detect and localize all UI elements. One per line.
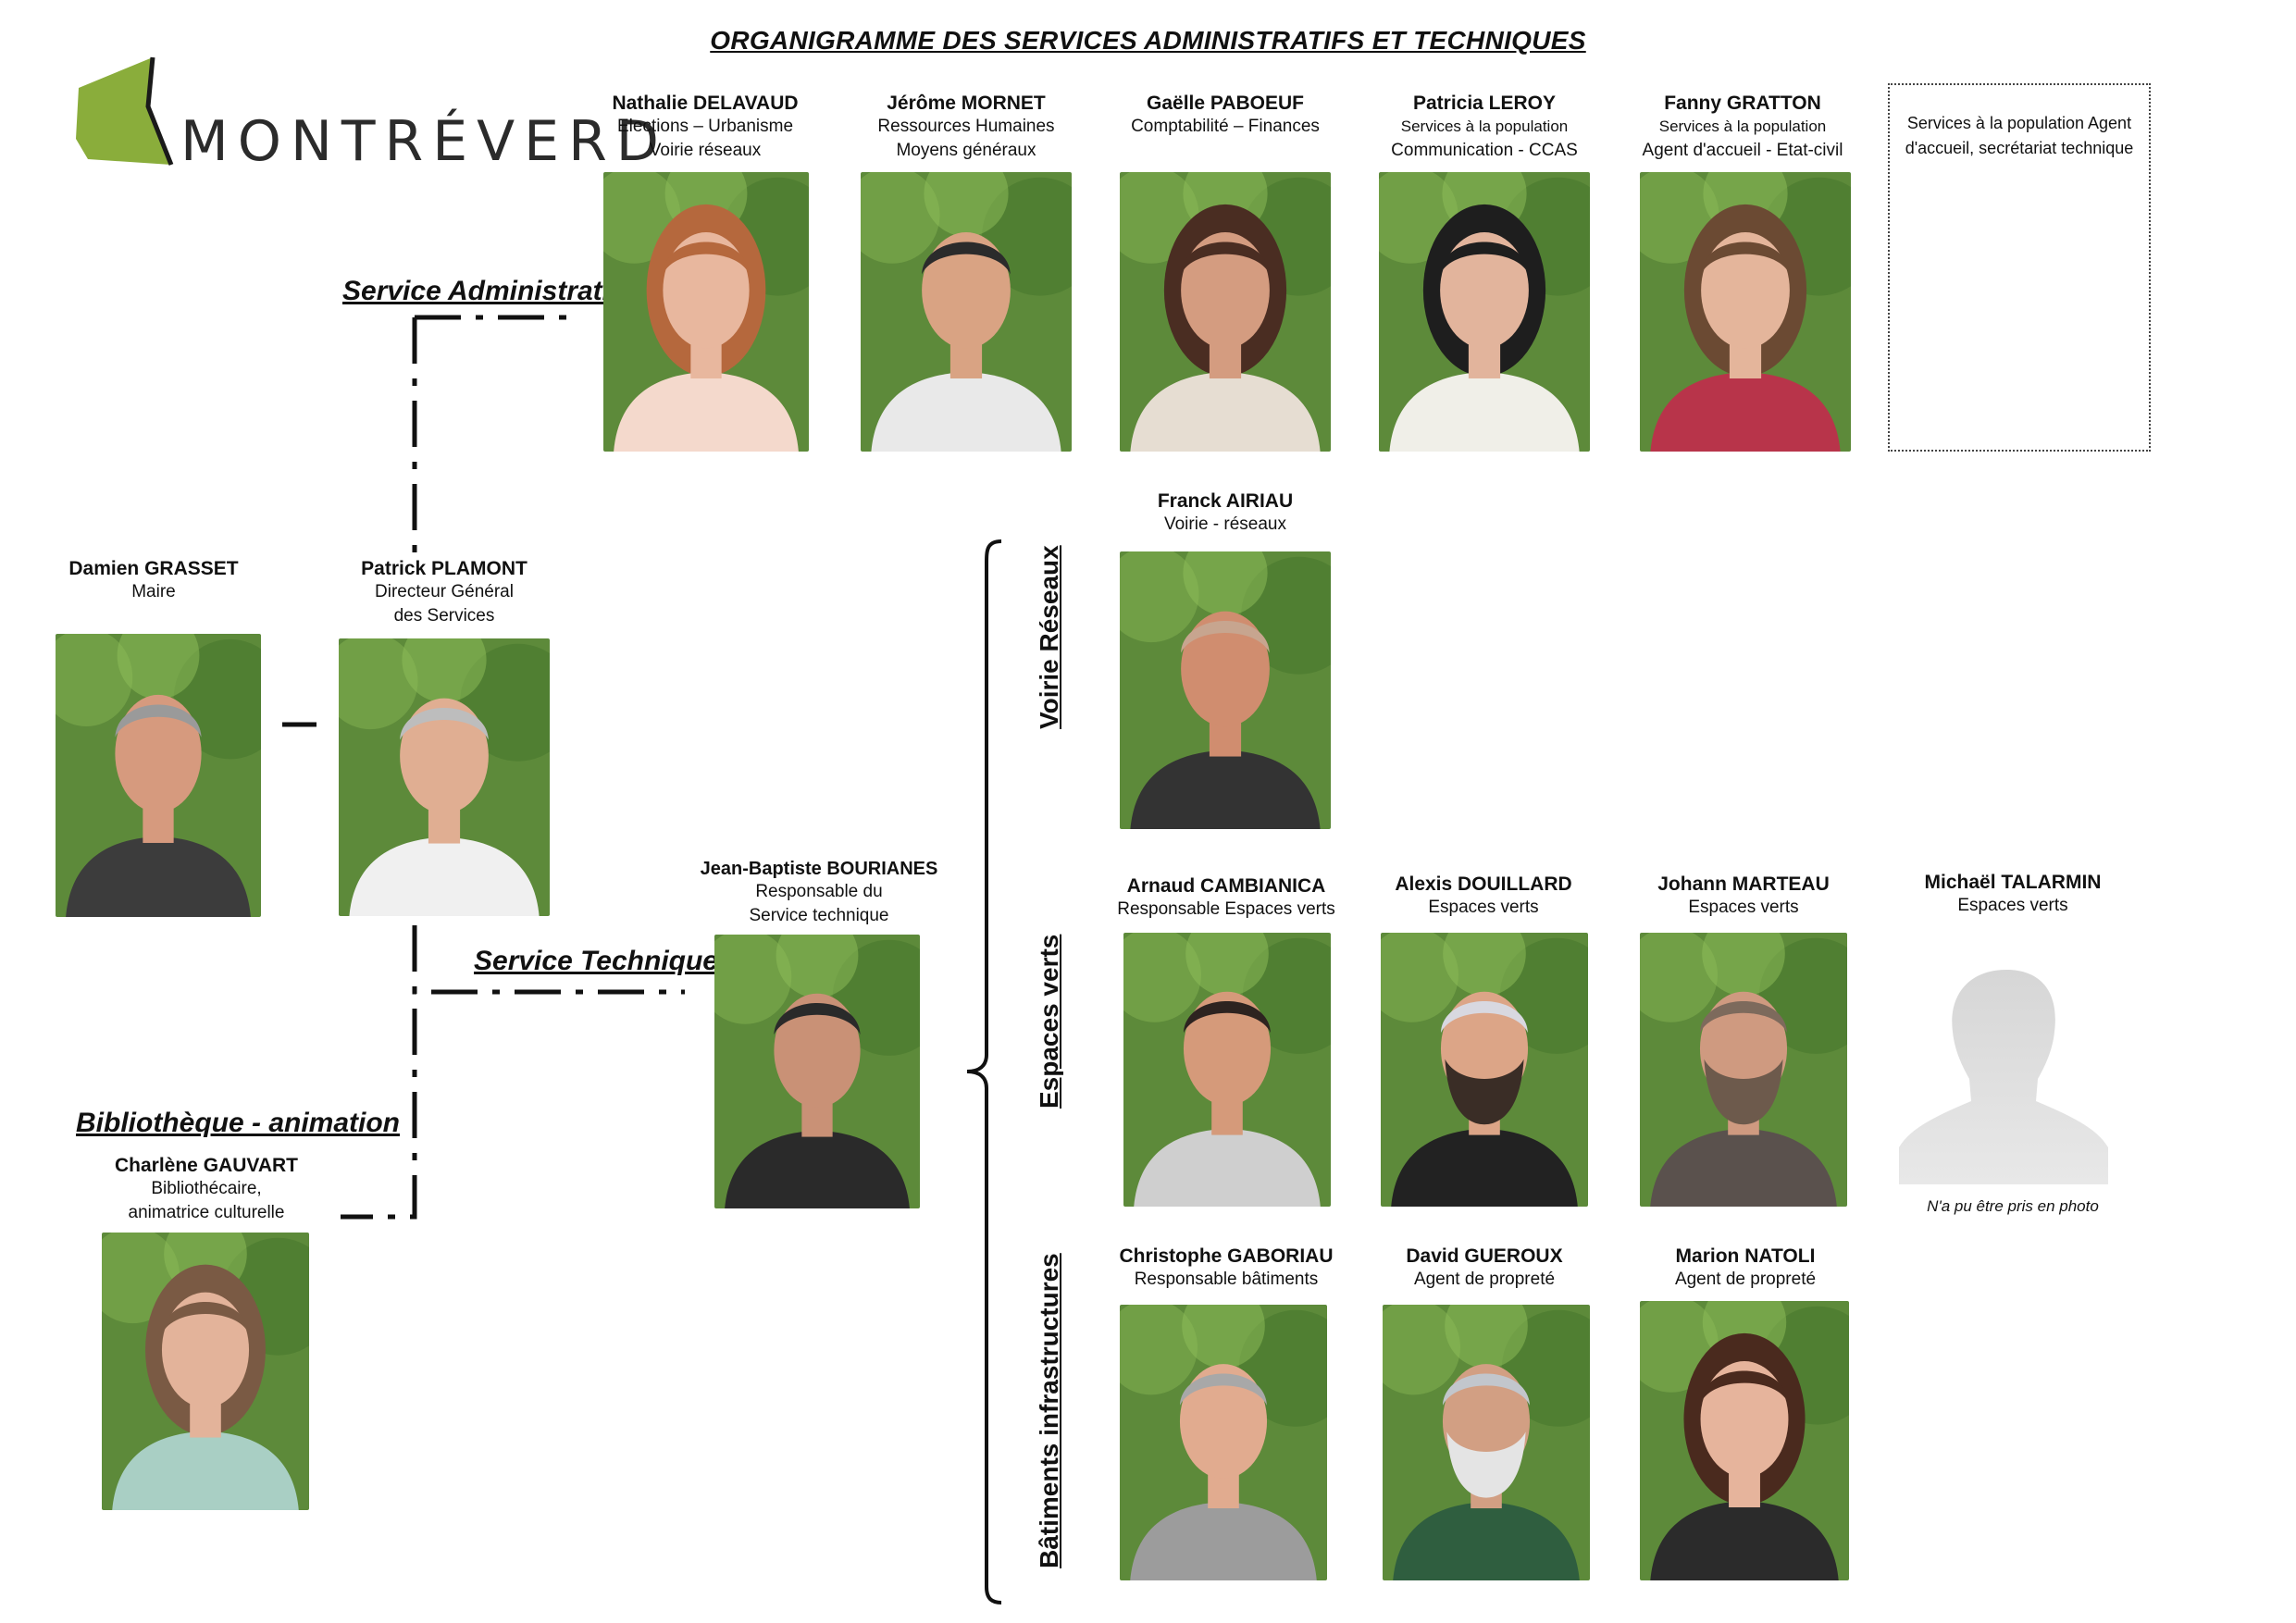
person-role: Services à la population — [1658, 118, 1827, 135]
person-card-leroy: Patricia LEROY Services à la population … — [1379, 93, 1590, 163]
person-card-grasset: Damien GRASSET Maire — [56, 558, 252, 604]
section-voirie: Voirie Réseaux — [1035, 545, 1063, 729]
person-name: Damien GRASSET — [68, 558, 239, 579]
photo-delavaud — [603, 172, 809, 452]
person-name: Arnaud CAMBIANICA — [1126, 875, 1326, 897]
logo — [74, 56, 555, 185]
person-role: Comptabilité – Finances — [1131, 117, 1320, 136]
person-card-douillard: Alexis DOUILLARD Espaces verts — [1379, 873, 1588, 920]
photo-gratton — [1640, 172, 1851, 452]
person-role: Voirie - réseaux — [1163, 514, 1286, 534]
person-name: Patrick PLAMONT — [361, 558, 527, 579]
section-administratif: Service Administratif — [342, 276, 619, 306]
person-role: animatrice culturelle — [128, 1203, 285, 1222]
vacant-position-text: d'accueil, secrétariat technique — [1905, 139, 2134, 157]
person-role: Espaces verts — [1688, 898, 1799, 917]
photo-douillard — [1381, 933, 1588, 1207]
person-role: Responsable Espaces verts — [1117, 899, 1335, 919]
person-card-bourianes: Jean-Baptiste BOURIANES Responsable du S… — [685, 859, 953, 928]
page-title: ORGANIGRAMME DES SERVICES ADMINISTRATIFS… — [710, 26, 1586, 55]
photo-plamont — [339, 638, 550, 916]
person-role: Espaces verts — [1957, 896, 2068, 915]
person-name: Charlène GAUVART — [115, 1155, 298, 1176]
person-card-gratton: Fanny GRATTON Services à la population A… — [1636, 93, 1849, 163]
person-name: Gaëlle PABOEUF — [1147, 93, 1304, 114]
person-role: Voirie réseaux — [649, 141, 762, 160]
photo-gaboriau — [1120, 1305, 1327, 1580]
photo-leroy — [1379, 172, 1590, 452]
section-bibliotheque: Bibliothèque - animation — [76, 1108, 400, 1138]
person-card-gauvart: Charlène GAUVART Bibliothécaire, animatr… — [100, 1155, 313, 1225]
person-role: Ressources Humaines — [877, 117, 1055, 136]
person-card-talarmin: Michaël TALARMIN Espaces verts — [1906, 872, 2119, 918]
no-photo-note: N'a pu être pris en photo — [1927, 1197, 2099, 1215]
photo-gueroux — [1383, 1305, 1590, 1580]
person-role: Espaces verts — [1428, 898, 1539, 917]
person-card-gaboriau: Christophe GABORIAU Responsable bâtiment… — [1092, 1245, 1360, 1292]
person-role: Elections – Urbanisme — [616, 117, 794, 136]
person-name: Jean-Baptiste BOURIANES — [700, 859, 938, 879]
photo-paboeuf — [1120, 172, 1331, 452]
person-role: Responsable du — [755, 882, 883, 901]
photo-grasset — [56, 634, 261, 917]
photo-gauvart — [102, 1233, 309, 1510]
person-role: Directeur Général — [375, 582, 514, 601]
person-role: Service technique — [749, 906, 889, 925]
logo-leaf-icon — [76, 56, 174, 166]
person-card-delavaud: Nathalie DELAVAUD Elections – Urbanisme … — [603, 93, 807, 163]
person-card-gueroux: David GUEROUX Agent de propreté — [1379, 1245, 1590, 1292]
person-role: Services à la population — [1400, 118, 1569, 135]
person-role: Moyens généraux — [896, 141, 1036, 160]
photo-airiau — [1120, 551, 1331, 829]
photo-bourianes — [714, 935, 920, 1208]
photo-marteau — [1640, 933, 1847, 1207]
silhouette-placeholder-icon — [1897, 962, 2110, 1184]
person-card-natoli: Marion NATOLI Agent de propreté — [1638, 1245, 1853, 1292]
person-name: Marion NATOLI — [1675, 1245, 1816, 1267]
person-role: Bibliothécaire, — [151, 1179, 262, 1198]
person-name: Christophe GABORIAU — [1119, 1245, 1334, 1267]
section-espaces: Espaces verts — [1035, 934, 1063, 1109]
person-role: Agent d'accueil - Etat-civil — [1642, 141, 1843, 160]
person-name: David GUEROUX — [1406, 1245, 1563, 1267]
person-name: Michaël TALARMIN — [1924, 872, 2102, 893]
section-batiments: Bâtiments infrastructures — [1035, 1253, 1063, 1568]
person-name: Patricia LEROY — [1412, 93, 1557, 114]
logo-text: MONTRÉVERD — [180, 109, 668, 174]
person-name: Franck AIRIAU — [1157, 490, 1294, 512]
person-role: Maire — [131, 582, 176, 601]
person-role: des Services — [393, 606, 495, 626]
person-name: Fanny GRATTON — [1664, 93, 1821, 114]
photo-natoli — [1640, 1301, 1849, 1580]
person-card-paboeuf: Gaëlle PABOEUF Comptabilité – Finances — [1120, 93, 1331, 139]
photo-cambianica — [1123, 933, 1331, 1207]
person-card-airiau: Franck AIRIAU Voirie - réseaux — [1120, 490, 1331, 537]
person-name: Jérôme MORNET — [887, 93, 1046, 114]
photo-mornet — [861, 172, 1072, 452]
person-card-mornet: Jérôme MORNET Ressources Humaines Moyens… — [861, 93, 1072, 163]
person-role: Communication - CCAS — [1391, 141, 1578, 160]
person-card-plamont: Patrick PLAMONT Directeur Général des Se… — [338, 558, 551, 628]
section-technique: Service Technique — [474, 946, 718, 976]
person-role: Responsable bâtiments — [1134, 1270, 1319, 1289]
person-name: Alexis DOUILLARD — [1395, 873, 1572, 895]
person-card-cambianica: Arnaud CAMBIANICA Responsable Espaces ve… — [1092, 875, 1360, 922]
vacant-position-text: Services à la population Agent — [1906, 114, 2132, 132]
person-name: Nathalie DELAVAUD — [612, 93, 799, 114]
person-role: Agent de propreté — [1413, 1270, 1556, 1289]
person-card-marteau: Johann MARTEAU Espaces verts — [1638, 873, 1849, 920]
person-name: Johann MARTEAU — [1657, 873, 1830, 895]
vacant-position-box: Services à la population Agent d'accueil… — [1888, 83, 2151, 452]
person-role: Agent de propreté — [1674, 1270, 1817, 1289]
